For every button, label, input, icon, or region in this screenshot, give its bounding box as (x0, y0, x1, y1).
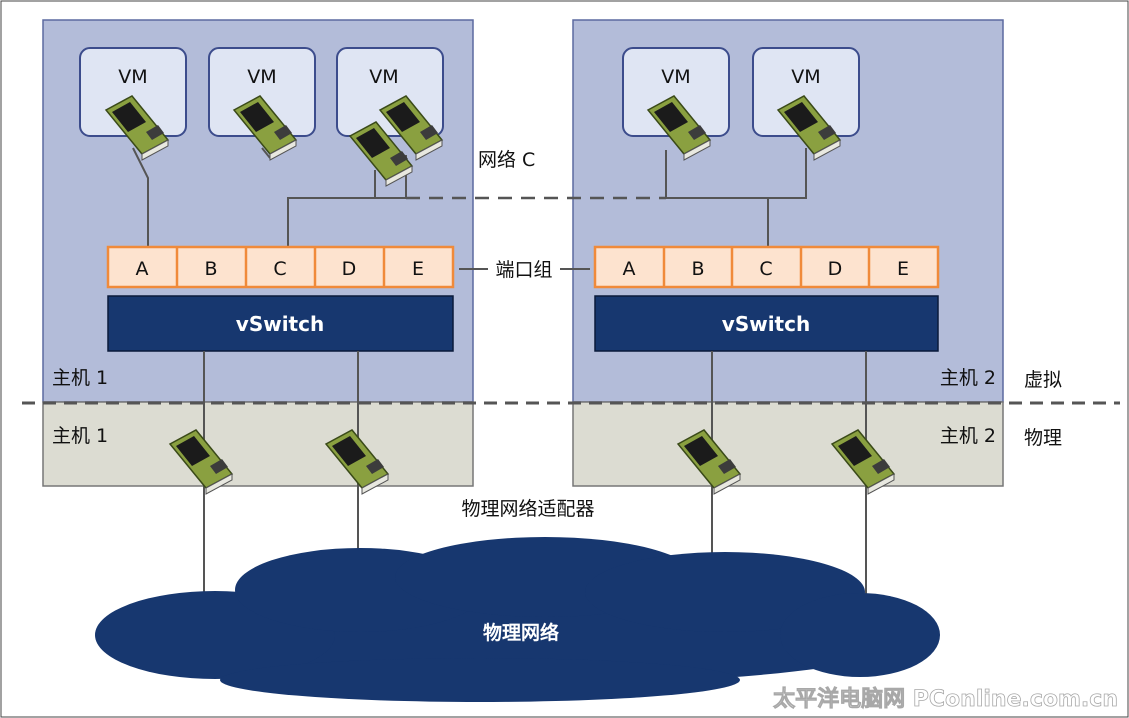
vm-label: VM (369, 66, 398, 88)
virtual-links (132, 147, 807, 246)
port-label: A (623, 258, 636, 280)
network-c-label: 网络 C (478, 149, 535, 171)
host1-physical-label: 主机 1 (52, 425, 108, 447)
port-group-host1: A B C D E (106, 245, 455, 289)
vm-label: VM (118, 66, 147, 88)
layer-physical-label: 物理 (1024, 427, 1062, 449)
physical-network-label: 物理网络 (483, 621, 559, 644)
vm-label: VM (791, 66, 820, 88)
host1-virtual-label: 主机 1 (52, 367, 108, 389)
port-label: D (828, 258, 843, 280)
host2-virtual-label: 主机 2 (940, 367, 996, 389)
vm-label: VM (661, 66, 690, 88)
vswitch-host1 (107, 295, 454, 352)
vm-label: VM (247, 66, 276, 88)
physical-adapter-label: 物理网络适配器 (461, 498, 594, 520)
host2-physical-box (572, 401, 1004, 487)
port-label: B (691, 258, 704, 280)
port-label: E (897, 258, 909, 280)
physical-network-cloud (95, 537, 940, 702)
port-label: C (273, 258, 286, 280)
watermark: 太平洋电脑网 PConline.com.cn (773, 686, 1118, 712)
port-label: B (204, 258, 217, 280)
port-label: A (136, 258, 149, 280)
port-group-host2: A B C D E (593, 245, 940, 289)
vswitch-host2 (594, 295, 939, 352)
vswitch-label: vSwitch (236, 312, 324, 336)
host2-physical-label: 主机 2 (940, 425, 996, 447)
port-label: C (759, 258, 772, 280)
vswitch-label: vSwitch (722, 312, 810, 336)
layer-virtual-label: 虚拟 (1024, 369, 1062, 391)
port-label: D (342, 258, 357, 280)
port-group-label: 端口组 (495, 259, 552, 281)
port-label: E (412, 258, 424, 280)
